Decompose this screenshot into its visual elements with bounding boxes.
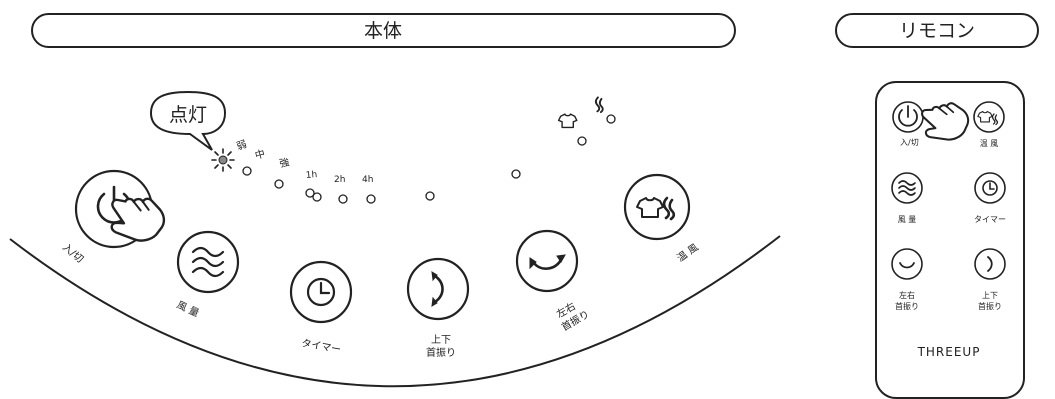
level-label-2h: 2h: [334, 175, 345, 185]
up-down-swing-label-1: 上下: [431, 334, 451, 346]
remote-warm-air-button[interactable]: [973, 101, 1005, 133]
remote-wind-icon: [898, 180, 916, 196]
remote-timer-button[interactable]: [974, 172, 1006, 204]
remote-left-right-label-1: 左右: [899, 290, 915, 300]
left-right-swing-icon: [532, 258, 563, 270]
panel-outline: [9, 235, 781, 388]
remote-left-right-swing-icon: [899, 262, 915, 269]
remote-title: リモコン: [899, 20, 975, 42]
level-label-1h: 1h: [305, 170, 317, 181]
lit-callout-label: 点灯: [169, 104, 207, 126]
remote-body: [875, 81, 1025, 399]
remote-brand: THREEUP: [917, 345, 981, 359]
wind-icon: [191, 246, 225, 278]
remote-power-icon: [898, 105, 918, 127]
remote-up-down-label-2: 首振り: [978, 301, 1002, 311]
left-right-swing-button[interactable]: [515, 229, 579, 293]
steam-indicator-icon: [594, 96, 604, 114]
level-label-strong: 強: [278, 155, 290, 170]
remote-left-right-swing-button[interactable]: [891, 248, 923, 280]
wind-button[interactable]: [176, 230, 240, 294]
lit-indicator: [211, 148, 235, 172]
level-label-medium: 中: [253, 147, 266, 162]
clock-icon: [306, 277, 336, 307]
remote-power-label: 入/切: [900, 138, 919, 147]
remote-left-right-label-2: 首振り: [895, 301, 919, 311]
level-label-weak: 弱: [235, 138, 249, 153]
remote-power-button[interactable]: [892, 101, 924, 133]
remote-timer-label: タイマー: [974, 215, 1006, 224]
up-down-swing-label-2: 首振り: [426, 346, 456, 359]
remote-up-down-swing-icon: [987, 256, 993, 272]
remote-up-down-swing-button[interactable]: [974, 248, 1006, 280]
up-down-swing-button[interactable]: [406, 257, 470, 321]
level-label-4h: 4h: [362, 175, 373, 185]
remote-warm-air-label: 温 風: [980, 139, 999, 148]
warm-air-button-label: 温 風: [675, 241, 701, 264]
remote-up-down-label-1: 上下: [982, 291, 998, 300]
shirt-indicator-icon: [557, 113, 578, 129]
power-button-label: 入/切: [60, 241, 86, 265]
up-down-swing-icon: [433, 274, 444, 304]
remote-title-box: [835, 13, 1039, 48]
wind-button-label: 風 量: [175, 299, 201, 320]
lit-callout: 点灯: [149, 90, 227, 151]
remote-wind-label: 風 量: [898, 215, 917, 224]
main-unit-title: 本体: [364, 20, 402, 42]
remote-clock-icon: [982, 180, 998, 196]
warm-air-button[interactable]: [623, 173, 691, 241]
remote-wind-button[interactable]: [891, 172, 923, 204]
timer-button[interactable]: [289, 260, 353, 324]
main-unit-title-box: [31, 13, 736, 48]
timer-button-label: タイマー: [300, 337, 341, 356]
remote-hand-pointer-icon: [915, 93, 975, 150]
indicator-dots: [242, 114, 616, 204]
